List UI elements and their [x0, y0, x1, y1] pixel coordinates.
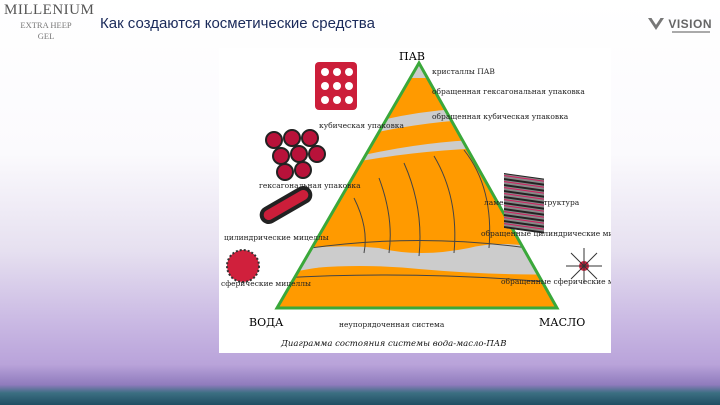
lamellar-structure-image	[504, 173, 544, 234]
vertex-water-label: ВОДА	[249, 316, 284, 329]
hexagonal-structure-image	[265, 129, 326, 181]
label-inverted-hexagonal: обращенная гексагональная упаковка	[432, 87, 585, 96]
label-spherical-micelles: сферические мицеллы	[221, 279, 311, 288]
label-bicontinuous: неупорядоченная система	[339, 320, 445, 329]
label-inverted-cylinder: обращенные цилиндрические мицеллы	[481, 229, 611, 238]
logo-sub-text-2: GEL	[37, 31, 55, 41]
cylindrical-micelle-image	[259, 186, 313, 224]
label-hexagonal: гексагональная упаковка	[259, 181, 361, 190]
logo-main-text: MILLENIUM	[4, 2, 95, 18]
slide-title: Как создаются косметические средства	[100, 15, 375, 32]
gray-band-lower	[277, 252, 557, 275]
label-inverted-cubic: обращенная кубическая упаковка	[432, 112, 569, 121]
label-cylindrical-micelles: цилиндрические мицеллы	[224, 233, 329, 242]
vertex-surfactant-label: ПАВ	[399, 50, 425, 63]
phase-region-bottom	[277, 263, 557, 308]
left-labels: кубическая упаковка гексагональная упако…	[221, 121, 404, 288]
triangle-border	[274, 59, 560, 310]
vision-logo: VISION	[647, 17, 712, 31]
phase-diagram-figure: ПАВ ВОДА МАСЛО кристаллы ПАВ обращенная …	[219, 48, 644, 353]
logo-sub-text: EXTRA HEEP	[20, 20, 72, 30]
label-surfactant-crystals: кристаллы ПАВ	[432, 67, 495, 76]
phase-diagram-svg: ПАВ ВОДА МАСЛО кристаллы ПАВ обращенная …	[221, 50, 644, 349]
vision-logo-icon	[648, 17, 665, 30]
vertex-oil-label: МАСЛО	[539, 316, 585, 329]
cubic-structure-image	[315, 62, 357, 110]
diagram-caption: Диаграмма состояния системы вода-масло-П…	[280, 339, 507, 349]
millenium-logo: MILLENIUM EXTRA HEEP GEL	[4, 2, 95, 41]
label-inverted-spherical: обращенные сферические мицеллы	[501, 277, 611, 286]
vision-tagline-bar	[672, 31, 710, 33]
label-cubic: кубическая упаковка	[319, 121, 404, 130]
inverted-spherical-micelle-image	[566, 248, 602, 284]
vision-brand-text: VISION	[668, 17, 712, 31]
spherical-micelle-image	[226, 249, 260, 283]
